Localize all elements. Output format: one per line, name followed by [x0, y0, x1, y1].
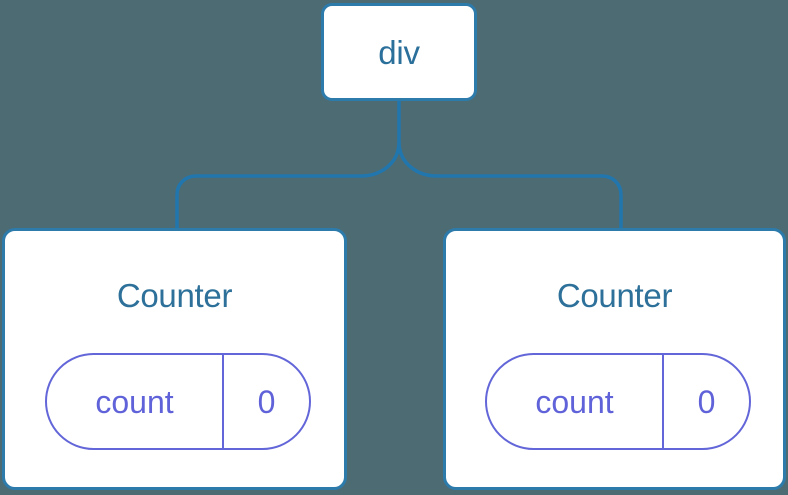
node-component-counter-2[interactable]: Counter count 0	[443, 228, 786, 490]
node-root-label: div	[378, 33, 420, 71]
state-pill[interactable]: count 0	[485, 353, 751, 450]
component-title: Counter	[556, 277, 673, 314]
connector-edge-right	[397, 141, 623, 230]
state-pill[interactable]: count 0	[45, 353, 311, 450]
state-value: 0	[257, 383, 276, 420]
node-component-counter-1[interactable]: Counter count 0	[2, 228, 347, 490]
connector-edge-left	[175, 141, 401, 230]
node-root-div[interactable]: div	[321, 3, 477, 101]
state-key: count	[487, 355, 664, 448]
state-key: count	[47, 355, 224, 448]
state-value: 0	[697, 383, 716, 420]
component-title: Counter	[116, 277, 233, 314]
